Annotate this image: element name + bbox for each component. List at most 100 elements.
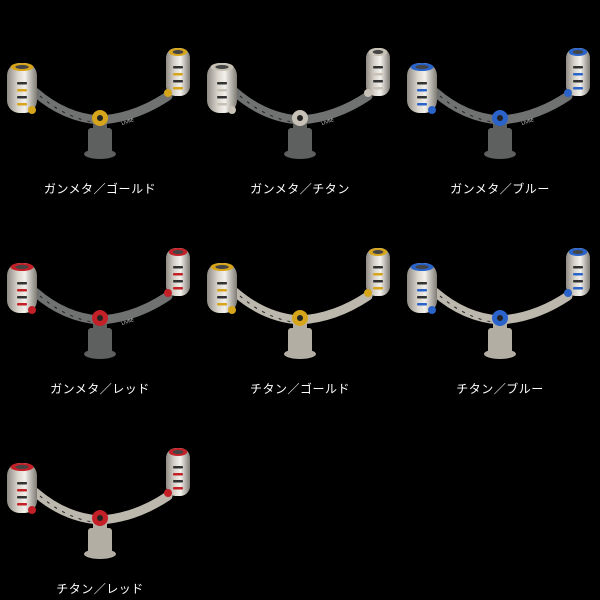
- knob-grip-slot: [417, 96, 427, 99]
- knob-grip-slot: [417, 82, 427, 85]
- knob-collar: [564, 289, 572, 297]
- knob-grip-slot: [173, 473, 183, 476]
- handle-stem: [88, 528, 112, 554]
- knob-grip-slot: [17, 503, 27, 506]
- knob-grip-slot: [173, 280, 183, 283]
- product-variant: LIVRE ガンメタ／レッド: [0, 200, 200, 400]
- knob-grip-slot: [217, 296, 227, 299]
- knob-grip-slot: [173, 287, 183, 290]
- knob-grip-slot: [17, 489, 27, 492]
- knob-grip-slot: [417, 103, 427, 106]
- handle-stem: [488, 128, 512, 154]
- knob-collar: [228, 106, 236, 114]
- knob-grip-slot: [17, 496, 27, 499]
- knob-grip-slot: [573, 73, 583, 76]
- knob-grip-slot: [173, 273, 183, 276]
- knob-grip-slot: [373, 266, 383, 269]
- knob-cap-hole: [415, 65, 429, 69]
- handle-stem: [288, 328, 312, 354]
- knob-grip-slot: [17, 96, 27, 99]
- knob-grip-slot: [373, 287, 383, 290]
- knob-cap-hole: [415, 265, 429, 269]
- knob-grip-slot: [217, 96, 227, 99]
- knob-grip-slot: [173, 266, 183, 269]
- handle-base: [484, 149, 516, 159]
- reel-handle-image: [207, 248, 390, 359]
- knob-grip-slot: [217, 82, 227, 85]
- knob-grip-slot: [173, 73, 183, 76]
- knob-cap-hole: [172, 250, 184, 254]
- variant-label: ガンメタ／ゴールド: [43, 182, 157, 196]
- variant-label: チタン／ゴールド: [249, 382, 350, 396]
- handle-base: [84, 149, 116, 159]
- knob-grip-slot: [173, 480, 183, 483]
- reel-handle-image: LIVRE: [407, 48, 590, 159]
- handle-stem: [488, 328, 512, 354]
- knob-grip-slot: [173, 487, 183, 490]
- knob-grip-slot: [373, 80, 383, 83]
- handle-knob: [207, 263, 237, 313]
- knob-grip-slot: [573, 273, 583, 276]
- knob-grip-slot: [417, 296, 427, 299]
- knob-grip-slot: [217, 89, 227, 92]
- knob-grip-slot: [373, 87, 383, 90]
- knob-cap-hole: [372, 250, 384, 254]
- knob-grip-slot: [173, 466, 183, 469]
- center-nut-hole: [97, 115, 103, 121]
- handle-base: [484, 349, 516, 359]
- reel-handle-image: [407, 248, 590, 359]
- knob-grip-slot: [17, 482, 27, 485]
- handle-knob: [166, 448, 190, 496]
- knob-grip-slot: [17, 82, 27, 85]
- knob-grip-slot: [573, 266, 583, 269]
- knob-grip-slot: [373, 73, 383, 76]
- product-variant: チタン／レッド: [0, 400, 200, 600]
- knob-cap-hole: [215, 265, 229, 269]
- knob-collar: [164, 289, 172, 297]
- center-nut-hole: [297, 315, 303, 321]
- product-variant: チタン／ブルー: [400, 200, 600, 400]
- knob-grip-slot: [417, 282, 427, 285]
- knob-collar: [564, 89, 572, 97]
- knob-grip-slot: [417, 289, 427, 292]
- handle-knob: [7, 63, 37, 113]
- product-variant: LIVRE ガンメタ／ブルー: [400, 0, 600, 200]
- knob-grip-slot: [417, 89, 427, 92]
- knob-grip-slot: [573, 66, 583, 69]
- handle-knob: [366, 248, 390, 296]
- handle-base: [284, 149, 316, 159]
- knob-grip-slot: [17, 103, 27, 106]
- handle-stem: [88, 328, 112, 354]
- handle-knob: [207, 63, 237, 113]
- knob-cap-hole: [15, 265, 29, 269]
- reel-handle-image: [7, 448, 190, 559]
- knob-grip-slot: [373, 280, 383, 283]
- knob-collar: [364, 89, 372, 97]
- knob-collar: [428, 106, 436, 114]
- arm-engraving: LIVRE: [321, 117, 335, 127]
- center-nut-hole: [297, 115, 303, 121]
- handle-knob: [166, 48, 190, 96]
- knob-grip-slot: [17, 296, 27, 299]
- variant-label: チタン／ブルー: [456, 382, 544, 396]
- product-variant: チタン／ゴールド: [200, 200, 400, 400]
- variant-label: ガンメタ／レッド: [50, 382, 150, 396]
- knob-grip-slot: [173, 80, 183, 83]
- knob-collar: [28, 306, 36, 314]
- variant-label: ガンメタ／ブルー: [450, 182, 550, 196]
- knob-grip-slot: [217, 282, 227, 285]
- variant-label: チタン／レッド: [56, 582, 144, 596]
- handle-knob: [407, 263, 437, 313]
- knob-grip-slot: [17, 289, 27, 292]
- knob-collar: [164, 489, 172, 497]
- knob-cap-hole: [215, 65, 229, 69]
- center-nut-hole: [97, 315, 103, 321]
- variant-label: ガンメタ／チタン: [250, 182, 350, 196]
- knob-grip-slot: [417, 303, 427, 306]
- knob-grip-slot: [217, 103, 227, 106]
- handle-base: [84, 349, 116, 359]
- reel-handle-image: LIVRE: [207, 48, 390, 159]
- knob-grip-slot: [217, 289, 227, 292]
- product-variant: LIVRE ガンメタ／チタン: [200, 0, 400, 200]
- knob-grip-slot: [17, 303, 27, 306]
